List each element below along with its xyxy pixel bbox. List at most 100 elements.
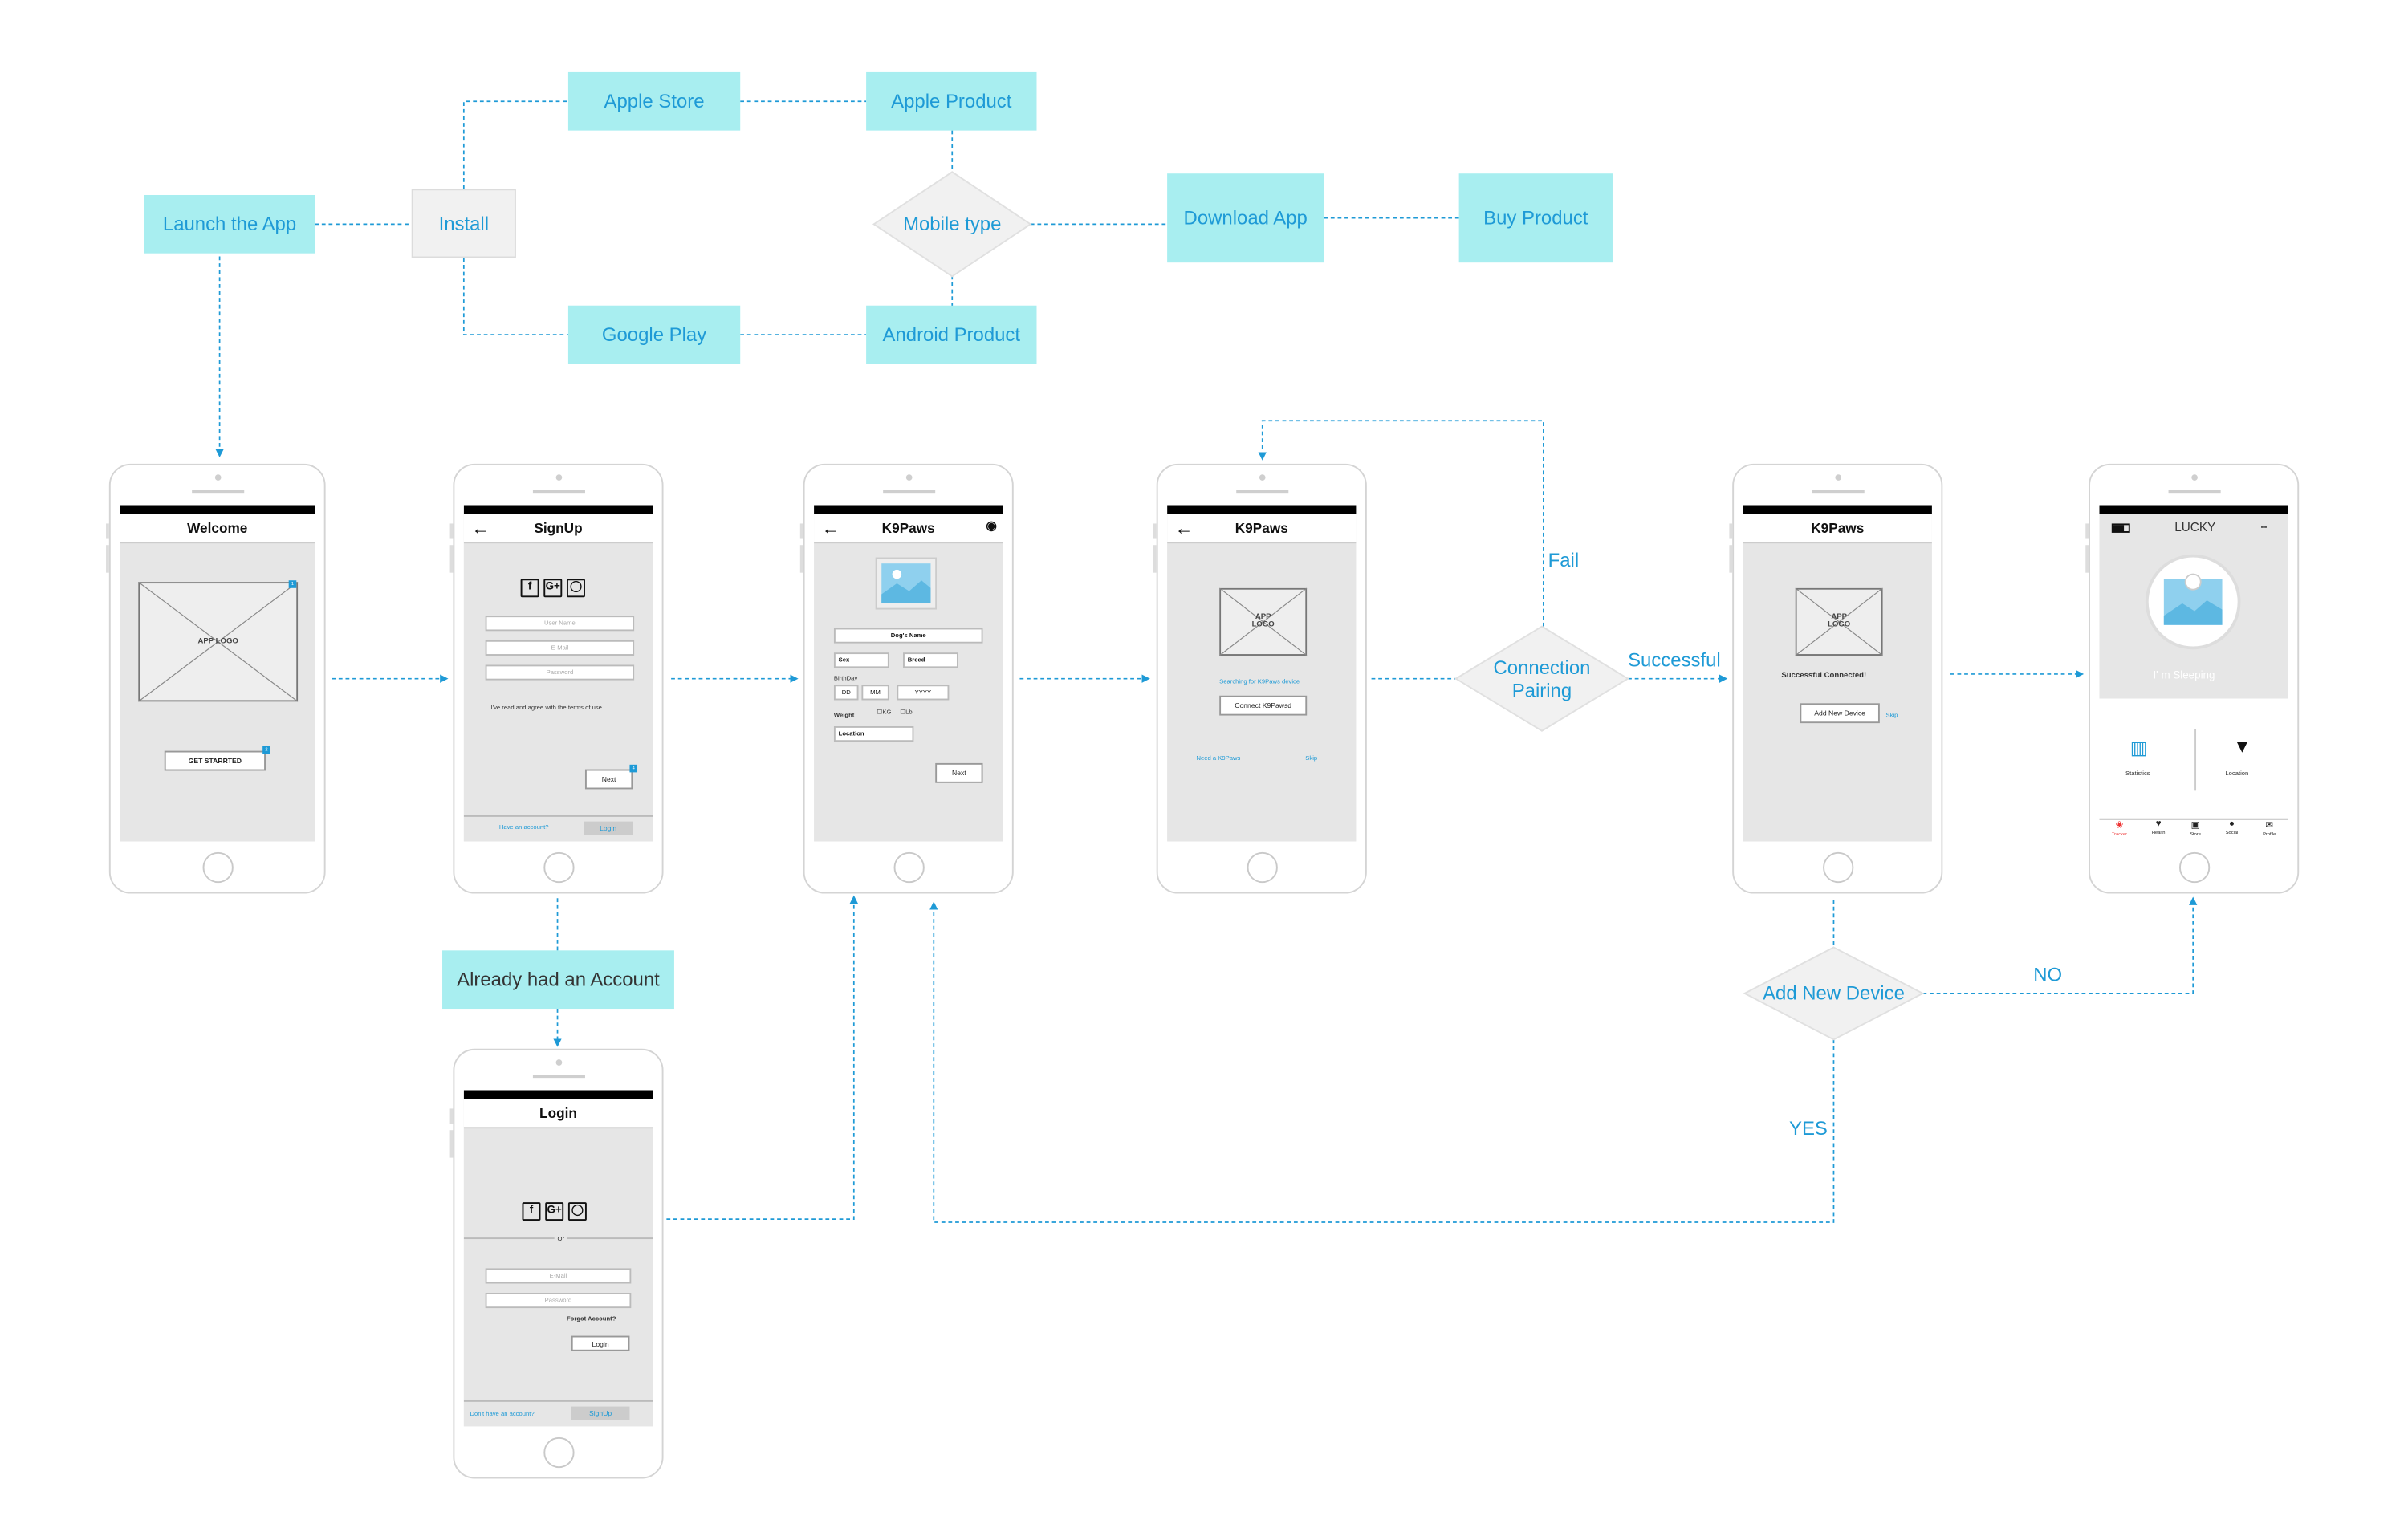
terms-checkbox[interactable]: ☐I've read and agree with the terms of u…	[485, 703, 604, 711]
launch-app-box: Launch the App	[144, 194, 315, 254]
tab-store[interactable]: ▣Store	[2190, 821, 2201, 837]
successful-label: Successful	[1628, 649, 1721, 672]
camera-icon[interactable]: ◉	[986, 518, 997, 533]
google-play-box: Google Play	[567, 305, 741, 364]
email-field[interactable]: E-Mail	[485, 640, 635, 656]
conn-adddevice-no	[1922, 896, 2198, 994]
tab-bar: ❀Tracker ♥Health ▣Store ●Social ✉Profile	[2099, 818, 2288, 842]
login-email-field[interactable]: E-Mail	[485, 1268, 632, 1284]
yes-label: YES	[1788, 1117, 1828, 1140]
profile-screen: ←K9Paws◉ Dog's Name Sex Breed BirthDay D…	[814, 505, 1003, 842]
password-field[interactable]: Password	[485, 664, 635, 681]
battery-icon	[2111, 523, 2130, 533]
signup-footer: Have an account? Login	[463, 815, 653, 842]
home-button	[201, 851, 233, 884]
home-button	[543, 851, 574, 884]
sex-select[interactable]: Sex	[833, 652, 889, 668]
signup-title: SignUp	[534, 520, 583, 536]
connect-button[interactable]: Connect K9Pawsd	[1219, 695, 1308, 716]
statistics-icon[interactable]: ▥	[2129, 737, 2148, 759]
location-field[interactable]: Location	[833, 725, 914, 742]
success-text: Successful Connected!	[1781, 671, 1867, 681]
app-logo-placeholder: APP LOGO	[137, 581, 299, 702]
get-started-button[interactable]: GET STARRTED	[164, 750, 266, 771]
profile-next-button[interactable]: Next	[935, 762, 983, 783]
login-password-field[interactable]: Password	[485, 1292, 632, 1309]
conn-install-apple	[462, 100, 568, 189]
tab-profile[interactable]: ✉Profile	[2263, 821, 2276, 837]
download-app-box: Download App	[1167, 173, 1324, 263]
app-logo-placeholder: APP LOGO	[1218, 587, 1308, 656]
signup-button[interactable]: SignUp	[571, 1406, 630, 1420]
year-select[interactable]: YYYY	[897, 685, 950, 701]
day-select[interactable]: DD	[833, 685, 859, 701]
already-account-box: Already had an Account	[442, 950, 674, 1010]
signup-next-button[interactable]: Next	[584, 769, 633, 790]
conn-adddevice-yes	[929, 901, 1835, 1223]
instagram-icon[interactable]: ◯	[567, 1202, 587, 1221]
menu-icon[interactable]: ▪▪	[2260, 523, 2268, 533]
connected-phone: K9Paws APP LOGO Successful Connected! Ad…	[1729, 463, 1943, 894]
forgot-account-link[interactable]: Forgot Account?	[567, 1314, 616, 1323]
dog-name-field[interactable]: Dog's Name	[833, 628, 983, 644]
home-button	[543, 1436, 574, 1469]
pairing-title: K9Paws	[1235, 520, 1288, 536]
login-button[interactable]: Login	[584, 821, 633, 835]
app-logo-placeholder: APP LOGO	[1795, 587, 1884, 656]
weight-label: Weight	[833, 710, 855, 719]
home-button	[1246, 851, 1277, 884]
month-select[interactable]: MM	[861, 685, 889, 701]
no-account-link[interactable]: Don't have an account?	[470, 1409, 535, 1417]
social-icon: ●	[2229, 819, 2235, 830]
connection-pairing-label: Connection Pairing	[1493, 656, 1591, 702]
instagram-icon[interactable]: ◯	[567, 579, 585, 598]
tab-health[interactable]: ♥Health	[2151, 819, 2166, 835]
add-device-button[interactable]: Add New Device	[1800, 703, 1880, 724]
no-label: NO	[2033, 964, 2063, 986]
facebook-icon[interactable]: f	[520, 579, 539, 598]
username-field[interactable]: User Name	[485, 616, 635, 632]
mobile-type-label: Mobile type	[903, 212, 1002, 234]
buy-product-box: Buy Product	[1458, 173, 1613, 263]
skip-link[interactable]: Skip	[1305, 754, 1318, 762]
tab-tracker[interactable]: ❀Tracker	[2111, 821, 2128, 837]
kg-checkbox[interactable]: ☐KG	[877, 708, 892, 716]
searching-text: Searching for K9Paws device	[1219, 677, 1300, 685]
conn-fail-loop	[1258, 420, 1544, 627]
install-box: Install	[411, 189, 516, 258]
skip-link[interactable]: Skip	[1885, 710, 1898, 719]
android-product-box: Android Product	[866, 305, 1037, 364]
conn-login-profile	[666, 895, 858, 1221]
login-submit-button[interactable]: Login	[571, 1335, 630, 1351]
connected-title: K9Paws	[1743, 514, 1932, 544]
location-pin-icon[interactable]: ▼	[2232, 735, 2251, 758]
home-button	[893, 851, 924, 884]
home-button	[1822, 851, 1853, 884]
statistics-label: Statistics	[2125, 769, 2150, 778]
breed-select[interactable]: Breed	[903, 652, 958, 668]
lb-checkbox[interactable]: ☐Lb	[900, 708, 913, 716]
google-plus-icon[interactable]: G+	[545, 1202, 564, 1221]
have-account-link[interactable]: Have an account?	[498, 823, 549, 831]
add-device-diamond	[1743, 946, 1925, 1041]
google-plus-icon[interactable]: G+	[543, 579, 563, 598]
store-icon: ▣	[2190, 821, 2200, 831]
need-device-link[interactable]: Need a K9Paws	[1196, 754, 1241, 762]
tab-social[interactable]: ●Social	[2225, 819, 2239, 835]
facebook-icon[interactable]: f	[522, 1202, 541, 1221]
back-arrow-icon[interactable]: ←	[471, 517, 490, 539]
back-arrow-icon[interactable]: ←	[821, 517, 840, 539]
conn-install-google	[462, 258, 568, 335]
dog-photo-placeholder	[875, 557, 938, 610]
back-arrow-icon[interactable]: ←	[1174, 517, 1194, 539]
location-label: Location	[2225, 769, 2249, 778]
dog-name-title: LUCKY	[2174, 520, 2216, 534]
birthday-label: BirthDay	[833, 673, 858, 682]
